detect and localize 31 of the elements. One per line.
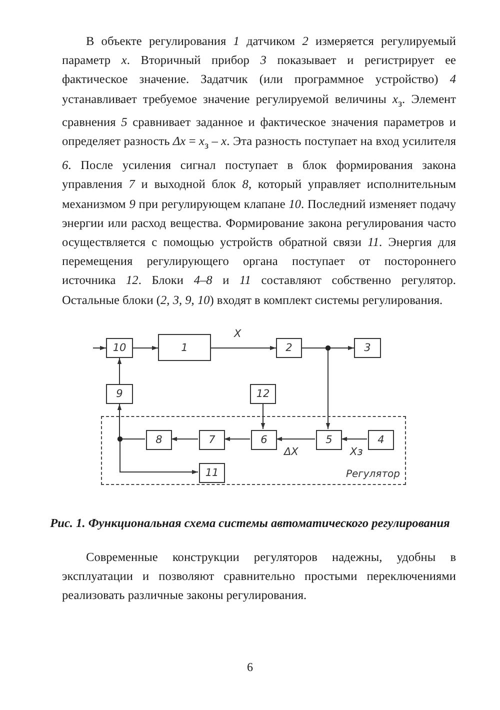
block-box: 6 bbox=[251, 430, 277, 450]
edge-label: Xз bbox=[349, 446, 364, 458]
edge-label: ΔX bbox=[283, 446, 300, 458]
edge-label: X bbox=[233, 328, 242, 340]
block-box: 9 bbox=[106, 384, 133, 404]
block-box: 11 bbox=[199, 463, 225, 483]
block-box: 8 bbox=[146, 430, 172, 450]
block-box: 10 bbox=[106, 338, 133, 358]
block-box: 2 bbox=[276, 338, 302, 358]
arrow bbox=[92, 346, 106, 350]
dashed-group-frame bbox=[101, 416, 406, 485]
block-box: 3 bbox=[354, 338, 381, 358]
block-box: 12 bbox=[250, 384, 276, 404]
block-box: 4 bbox=[368, 430, 394, 450]
block-box: 5 bbox=[316, 430, 342, 450]
arrow bbox=[210, 346, 276, 350]
figure-caption: Рис. 1. Функциональная схема системы автоматического регулирования bbox=[49, 516, 451, 531]
body-paragraph: В объекте регулирования 1 датчиком 2 измеряется регулируемый параметр x. Вторичный прибор 3 показывает и регистрирует ее фактическое значение. Задатчик (или программное устройство) 4 устанавливает требуемое значение регулируемой величины x$_{з}$. Элемент сравнения 5 сравнивает заданное и фактическое значения параметров и определяет разность Δx = x$_{з}$ – x. Эта разность поступает на вход усилителя 6. После усиления сигнал поступает в блок формирования закона управления 7 и выходной блок 8, который управляет исполнительным механизмом 9 при регулирующем клапане 10. Последний изменяет подачу энергии или расход вещества. Формирование закона регулирования часто осуществляется с помощью устройств обратной связи 11. Энергия для перемещения регулирующего органа поступает от постороннего источника 12. Блоки 4–8 и 11 составляют собственно регулятор. Остальные блоки (2, 3, 9, 10) входят в комплект системы регулирования. bbox=[62, 33, 456, 309]
arrow bbox=[170, 436, 198, 442]
block-box: 7 bbox=[199, 430, 225, 450]
page-number: 6 bbox=[246, 660, 254, 675]
arrow bbox=[276, 436, 316, 442]
arrow bbox=[224, 436, 250, 442]
arrow bbox=[120, 438, 198, 474]
arrow bbox=[340, 436, 368, 442]
arrow bbox=[117, 358, 122, 384]
body-paragraph: Современные конструкции регуляторов надежны, удобны в эксплуатации и позволяют сравнительно простыми переключениями реализовать различные законы регулирования. bbox=[62, 549, 456, 604]
group-title: Регулятор bbox=[346, 469, 400, 480]
arrow bbox=[260, 404, 266, 430]
block-box: 1 bbox=[158, 334, 211, 361]
arrow bbox=[132, 346, 158, 350]
